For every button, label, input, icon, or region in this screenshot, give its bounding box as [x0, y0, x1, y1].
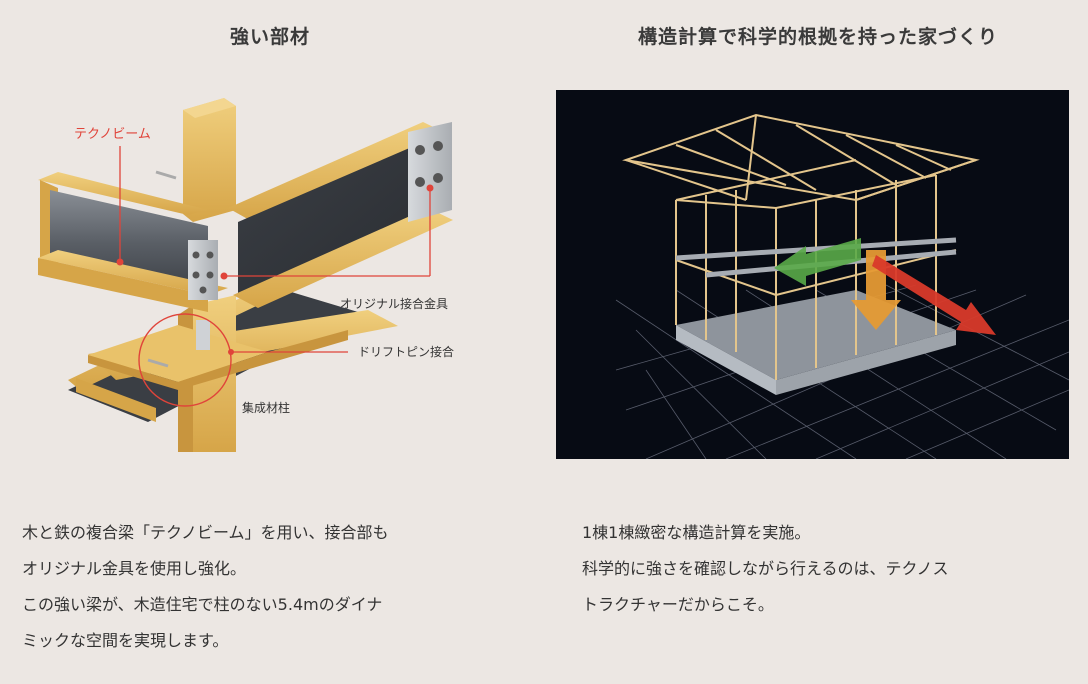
column-label: 集成材柱 — [242, 400, 290, 415]
right-beam-web — [238, 140, 428, 295]
arrow-green — [774, 238, 861, 286]
pin-label: ドリフトピン接合 — [358, 344, 454, 359]
techno-beam-illustration: テクノビーム オリジナル接合金具 ドリフトピン接合 集成材柱 — [28, 90, 504, 460]
roof-frame — [622, 113, 980, 202]
left-text-line: この強い梁が、木造住宅で柱のない5.4mのダイナ — [22, 595, 383, 614]
left-text-line: オリジナル金具を使用し強化。 — [22, 559, 247, 578]
left-text-line: ミックな空間を実現します。 — [22, 631, 229, 650]
column-upper — [183, 98, 236, 222]
left-description: 木と鉄の複合梁「テクノビーム」を用い、接合部も オリジナル金具を使用し強化。 こ… — [22, 515, 522, 659]
arrow-red — [872, 255, 996, 335]
force-arrows — [774, 238, 996, 335]
beam-label: テクノビーム — [74, 127, 151, 142]
structural-calculation-render — [556, 90, 1070, 460]
drift-pin-plate — [196, 320, 210, 350]
left-section-title: 強い部材 — [229, 26, 310, 48]
frame-3d-drawing — [556, 90, 1070, 460]
lower-beam-end — [76, 378, 156, 422]
left-text-line: 木と鉄の複合梁「テクノビーム」を用い、接合部も — [22, 523, 389, 542]
right-beam-top-flange — [228, 122, 448, 222]
drift-pin — [155, 170, 177, 180]
arrow-orange — [851, 250, 901, 330]
beam-joint-drawing: テクノビーム オリジナル接合金具 ドリフトピン接合 集成材柱 — [38, 98, 454, 452]
right-text-line: 科学的に強さを確認しながら行えるのは、テクノス — [582, 559, 949, 578]
right-text-line: 1棟1棟緻密な構造計算を実施。 — [582, 523, 811, 542]
right-description: 1棟1棟緻密な構造計算を実施。 科学的に強さを確認しながら行えるのは、テクノス … — [582, 515, 1062, 623]
right-beam-bottom-flange — [233, 208, 453, 308]
right-text-line: トラクチャーだからこそ。 — [582, 595, 774, 614]
wall-frame — [675, 159, 957, 380]
left-beam-top-flange — [38, 172, 208, 215]
left-beam-web — [50, 190, 208, 295]
right-section-title: 構造計算で科学的根拠を持った家づくり — [637, 26, 998, 48]
drift-pin — [147, 358, 169, 368]
pin-joint-highlight-circle — [138, 313, 232, 407]
metal-label: オリジナル接合金具 — [340, 296, 448, 311]
left-beam-bottom-flange — [38, 250, 228, 295]
